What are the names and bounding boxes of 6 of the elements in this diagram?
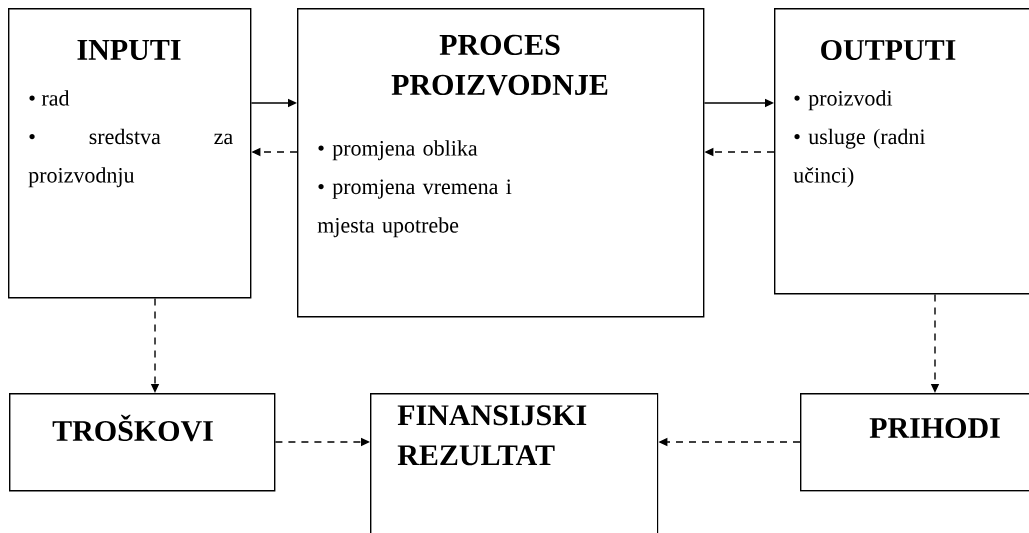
process-box: TROŠKOVI <box>9 393 276 492</box>
process-box: OUTPUTI • proizvodi • usluge (radni učinci) <box>774 8 1029 295</box>
process-box: PRIHODI <box>800 393 1029 492</box>
process-box: FINANSIJSKI REZULTAT <box>370 393 659 533</box>
process-box: PROCES PROIZVODNJE • promjena oblika • promjena vremena i mjesta upotrebe <box>297 8 705 318</box>
process-box: INPUTI • rad • sredstva za proizvodnju <box>8 8 252 299</box>
